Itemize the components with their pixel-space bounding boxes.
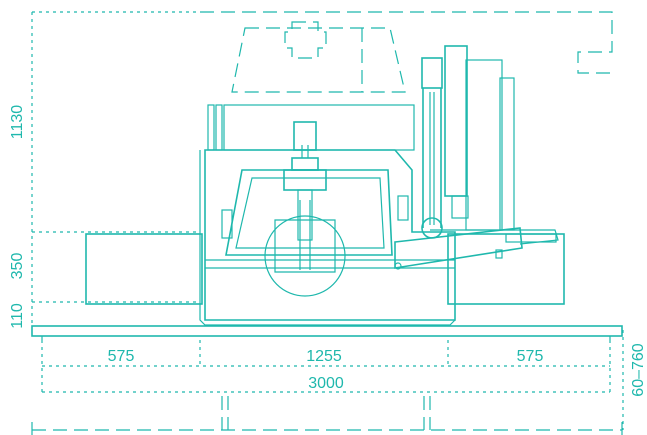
adjust-range-label: 60–760 <box>630 343 647 396</box>
saw-hood <box>221 169 409 297</box>
outfeed-table <box>447 233 565 305</box>
infeed-table <box>85 233 203 305</box>
lower-track <box>31 396 623 435</box>
width-center-label: 1255 <box>306 348 342 365</box>
height-total-label: 1130 <box>9 105 26 140</box>
width-total-label: 3000 <box>308 375 344 392</box>
machine-body <box>199 104 456 326</box>
hood-open-outline <box>231 21 406 93</box>
saw-column <box>283 121 327 241</box>
width-right-label: 575 <box>517 348 544 365</box>
base-rail <box>31 325 623 340</box>
height-mid-label: 350 <box>9 253 26 280</box>
width-left-label: 575 <box>108 348 135 365</box>
control-tower <box>421 45 515 239</box>
height-low-label: 110 <box>9 303 26 329</box>
outfeed-arm <box>394 227 559 270</box>
dimension-guide-lines <box>31 11 624 430</box>
